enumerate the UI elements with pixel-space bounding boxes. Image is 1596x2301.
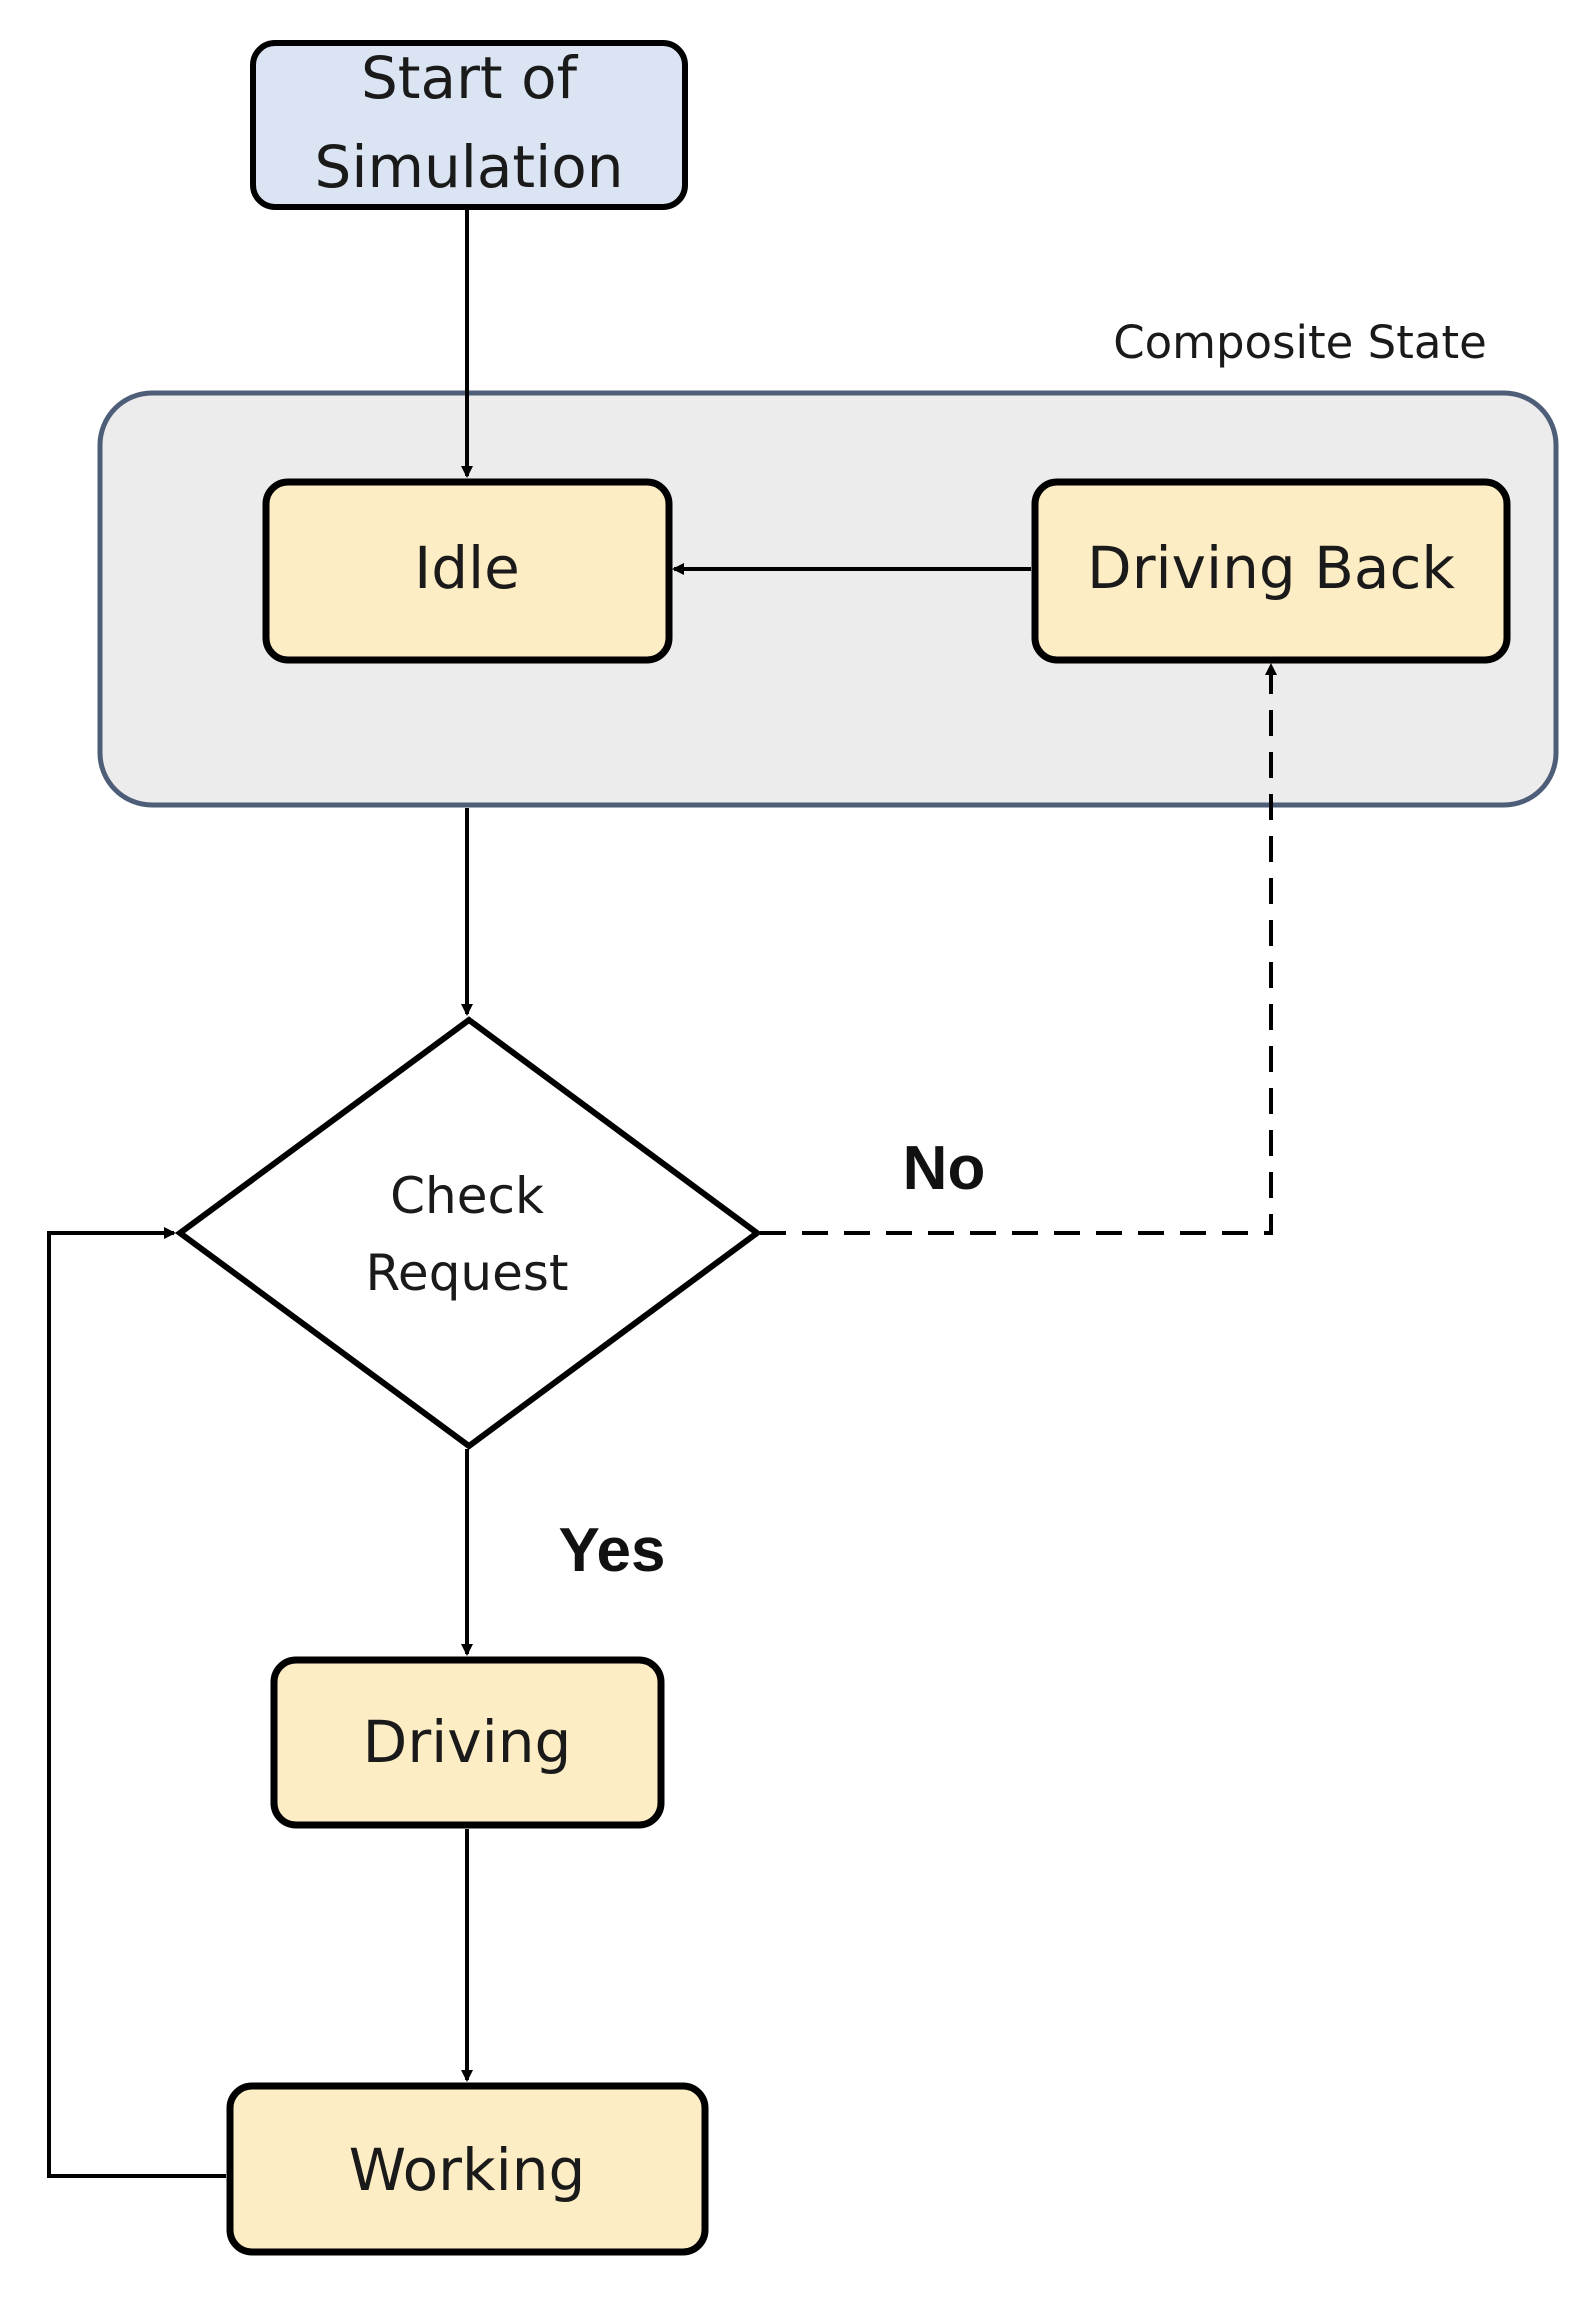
check-request-decision: Check Request [174,1016,763,1450]
start-node-label-line1: Start of [361,44,579,112]
driving-back-state: Driving Back [1031,478,1511,664]
edge-no-to-driving-back [760,663,1277,1235]
no-label: No [903,1134,986,1203]
working-state: Working [226,2082,709,2256]
idle-state: Idle [262,478,673,664]
idle-state-label: Idle [414,534,520,602]
driving-state-label: Driving [363,1708,572,1776]
composite-state-label: Composite State [1113,316,1487,369]
yes-label: Yes [559,1516,666,1585]
check-request-label-line2: Request [365,1244,568,1302]
driving-state: Driving [270,1656,665,1829]
check-request-label-line1: Check [390,1167,544,1225]
start-node: Start of Simulation [250,40,688,210]
working-state-label: Working [349,2136,586,2204]
edge-working-to-check-request [47,1227,226,2178]
start-node-label-line2: Simulation [315,133,624,201]
driving-back-state-label: Driving Back [1087,534,1455,602]
